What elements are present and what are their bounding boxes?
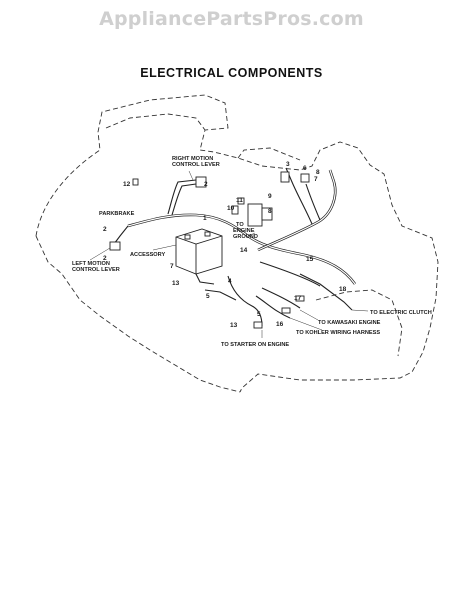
part-number-13-left: 13: [172, 280, 180, 287]
right-harness-inner: [257, 169, 336, 251]
wire-kawasaki: [261, 287, 301, 309]
label-engine-engine: ENGINE: [233, 228, 255, 234]
connector-part-5: [253, 321, 263, 329]
part-number-12: 12: [123, 181, 131, 188]
label-electric-clutch: TO ELECTRIC CLUTCH: [370, 310, 432, 316]
part-number-7-left: 7: [170, 263, 174, 270]
wire-clutch: [299, 273, 353, 311]
part-number-1: 1: [203, 215, 207, 222]
wire-right-motion: [167, 179, 197, 215]
part-number-6: 6: [303, 165, 307, 172]
part-number-7-right: 7: [314, 176, 318, 183]
label-engine-to: TO: [236, 222, 244, 228]
mower-right-outline: [315, 289, 403, 357]
label-left-motion-2: CONTROL LEVER: [72, 267, 120, 273]
mower-outline: [35, 94, 439, 393]
switch-part-12: [132, 178, 139, 186]
part-number-3: 3: [286, 161, 290, 168]
fuse-part-10: [231, 205, 239, 215]
part-number-11: 11: [236, 197, 243, 204]
label-engine-ground: GROUND: [233, 234, 258, 240]
part-number-2-left: 2: [103, 255, 107, 262]
part-number-13-bottom: 13: [230, 322, 238, 329]
battery-part: [175, 228, 223, 275]
wire-starter: [227, 275, 263, 327]
wire-kohler: [255, 295, 291, 319]
wire-15: [259, 261, 321, 287]
label-right-motion-2: CONTROL LEVER: [172, 162, 220, 168]
part-number-17: 17: [294, 295, 302, 302]
label-kawasaki: TO KAWASAKI ENGINE: [318, 320, 381, 326]
part-number-16: 16: [276, 321, 284, 328]
watermark: AppliancePartsPros.com: [99, 8, 364, 30]
label-starter: TO STARTER ON ENGINE: [221, 342, 289, 348]
switch-part-left: [109, 241, 121, 251]
wire-to-plug-3: [285, 167, 313, 225]
connector-part-17: [295, 295, 305, 302]
switch-part-right: [195, 176, 207, 188]
label-accessory: ACCESSORY: [130, 252, 165, 258]
plug-part-3: [280, 171, 290, 183]
label-kohler: TO KOHLER WIRING HARNESS: [296, 330, 380, 336]
part-number-14: 14: [240, 247, 248, 254]
mower-inner-outline: [105, 113, 301, 161]
part-number-5-left: 5: [206, 293, 210, 300]
part-number-2-right: 2: [204, 181, 208, 188]
connector-part-16: [281, 307, 291, 314]
diagram-title: ELECTRICAL COMPONENTS: [140, 66, 323, 80]
part-number-9: 9: [268, 193, 272, 200]
relay-part: [261, 207, 273, 221]
fuse-part-9: [237, 197, 245, 205]
wire-to-plug-6: [305, 183, 321, 221]
label-right-motion-1: RIGHT MOTION: [172, 156, 213, 162]
part-number-8-right: 8: [316, 169, 320, 176]
plug-part-6: [300, 173, 310, 183]
part-number-18: 18: [339, 286, 347, 293]
solenoid-part: [247, 203, 263, 227]
wire-right-motion-2: [171, 183, 197, 216]
part-number-10: 10: [227, 205, 235, 212]
wire-13: [204, 289, 237, 301]
wire-accessory: [195, 273, 215, 285]
wire-left-motion: [113, 225, 129, 245]
mower-outline-left: [35, 235, 241, 393]
label-left-motion-1: LEFT MOTION: [72, 261, 110, 267]
part-number-4: 4: [228, 278, 232, 285]
part-number-5-bottom: 5: [257, 311, 261, 318]
part-number-2-park: 2: [103, 226, 107, 233]
part-number-8: 8: [268, 208, 272, 215]
part-number-15: 15: [306, 256, 314, 263]
label-parkbrake: PARKBRAKE: [99, 211, 135, 217]
